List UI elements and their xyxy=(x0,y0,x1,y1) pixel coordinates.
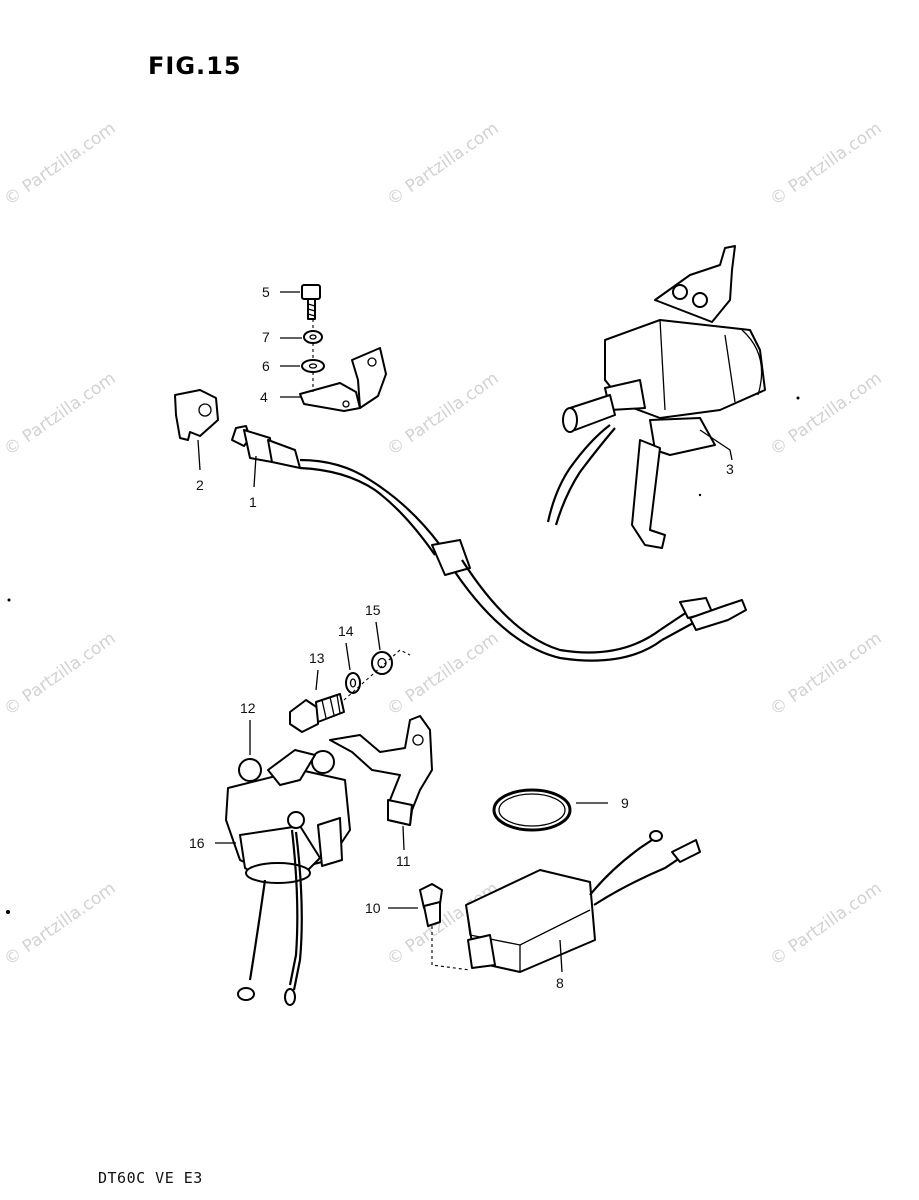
callout-5: 5 xyxy=(262,284,270,300)
part-11-bracket xyxy=(329,715,433,826)
part-6-washer xyxy=(301,359,325,373)
callout-8: 8 xyxy=(556,975,564,991)
part-16-starter-relay xyxy=(225,749,351,1006)
figure-title: FIG.15 xyxy=(148,52,242,80)
part-8-cdi-unit xyxy=(465,830,701,973)
part-15-washer xyxy=(371,651,393,675)
part-2-clip xyxy=(174,389,219,441)
speck xyxy=(796,396,800,400)
part-1-switch xyxy=(231,425,747,662)
callout-6: 6 xyxy=(262,358,270,374)
callout-15: 15 xyxy=(365,602,381,618)
speck xyxy=(698,493,702,497)
callout-12: 12 xyxy=(240,700,256,716)
callout-16: 16 xyxy=(189,835,205,851)
part-10-bolt xyxy=(419,883,443,927)
part-9-o-ring xyxy=(492,788,572,832)
callout-11: 11 xyxy=(396,853,411,869)
part-14-lock-washer xyxy=(345,672,361,694)
callout-7: 7 xyxy=(262,329,270,345)
part-4-bracket xyxy=(299,347,387,412)
speck xyxy=(6,910,10,914)
part-3-solenoid xyxy=(546,245,766,549)
callout-13: 13 xyxy=(309,650,325,666)
speck xyxy=(7,598,11,602)
callout-9: 9 xyxy=(621,795,629,811)
footer-model-code: DT60C VE E3 xyxy=(98,1169,203,1187)
callout-2: 2 xyxy=(196,477,204,493)
callout-14: 14 xyxy=(338,623,354,639)
part-7-lock-washer xyxy=(303,330,323,344)
part-5-bolt xyxy=(301,284,321,320)
callout-4: 4 xyxy=(260,389,268,405)
callout-10: 10 xyxy=(365,900,381,916)
callout-1: 1 xyxy=(249,494,257,510)
callout-3: 3 xyxy=(726,461,734,477)
part-13-bolt xyxy=(289,693,345,733)
